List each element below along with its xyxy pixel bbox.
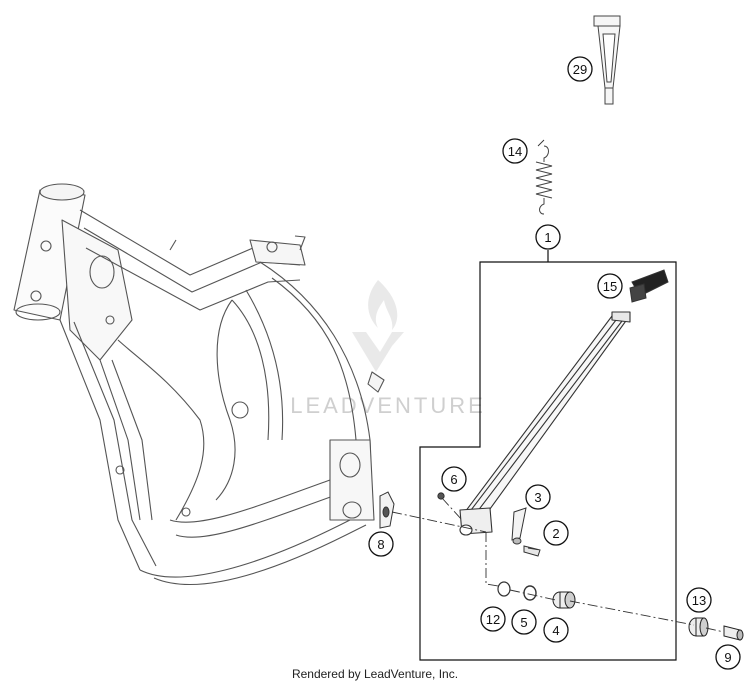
callout-6[interactable]: 6 bbox=[441, 466, 467, 492]
part-3-bracket bbox=[511, 507, 527, 545]
part-12-circlip bbox=[497, 581, 511, 597]
svg-text:4: 4 bbox=[552, 623, 559, 638]
group-bracket bbox=[419, 261, 677, 661]
part-2-bolt bbox=[523, 545, 541, 557]
footer-credit: Rendered by LeadVenture, Inc. bbox=[291, 667, 459, 681]
spring-leader bbox=[537, 139, 545, 147]
part-8-sensor bbox=[379, 491, 395, 529]
part-15-rubber-end bbox=[629, 269, 669, 303]
callout-5[interactable]: 5 bbox=[511, 609, 537, 635]
callout-3[interactable]: 3 bbox=[525, 484, 551, 510]
svg-text:12: 12 bbox=[486, 612, 500, 627]
callout-29[interactable]: 29 bbox=[567, 56, 593, 82]
callout-2[interactable]: 2 bbox=[543, 520, 569, 546]
motorcycle-frame bbox=[13, 183, 385, 586]
svg-text:15: 15 bbox=[603, 279, 617, 294]
assembly-lines bbox=[391, 497, 725, 633]
callout-8[interactable]: 8 bbox=[368, 531, 394, 557]
svg-text:9: 9 bbox=[724, 650, 731, 665]
callout-1[interactable]: 1 bbox=[535, 224, 561, 250]
svg-text:2: 2 bbox=[552, 526, 559, 541]
part-5-washer bbox=[523, 585, 537, 601]
callout-9[interactable]: 9 bbox=[715, 644, 741, 670]
svg-text:6: 6 bbox=[450, 472, 457, 487]
callout-13[interactable]: 13 bbox=[686, 587, 712, 613]
svg-text:14: 14 bbox=[508, 144, 522, 159]
part-13-bushing bbox=[688, 617, 709, 637]
watermark-logo bbox=[352, 280, 404, 372]
svg-text:1: 1 bbox=[544, 230, 551, 245]
svg-text:29: 29 bbox=[573, 62, 587, 77]
svg-text:5: 5 bbox=[520, 615, 527, 630]
part-14-spring bbox=[535, 145, 553, 215]
svg-text:8: 8 bbox=[377, 537, 384, 552]
watermark-brand: LEADVENTURE bbox=[290, 393, 486, 418]
svg-text:13: 13 bbox=[692, 593, 706, 608]
callout-15[interactable]: 15 bbox=[597, 273, 623, 299]
callout-14[interactable]: 14 bbox=[502, 138, 528, 164]
part-9-bolt bbox=[723, 625, 744, 641]
part-6-screw bbox=[437, 492, 445, 500]
part-29-tool bbox=[593, 15, 621, 105]
part-4-bushing bbox=[552, 591, 576, 609]
svg-text:3: 3 bbox=[534, 490, 541, 505]
callout-4[interactable]: 4 bbox=[543, 617, 569, 643]
callout-12[interactable]: 12 bbox=[480, 606, 506, 632]
